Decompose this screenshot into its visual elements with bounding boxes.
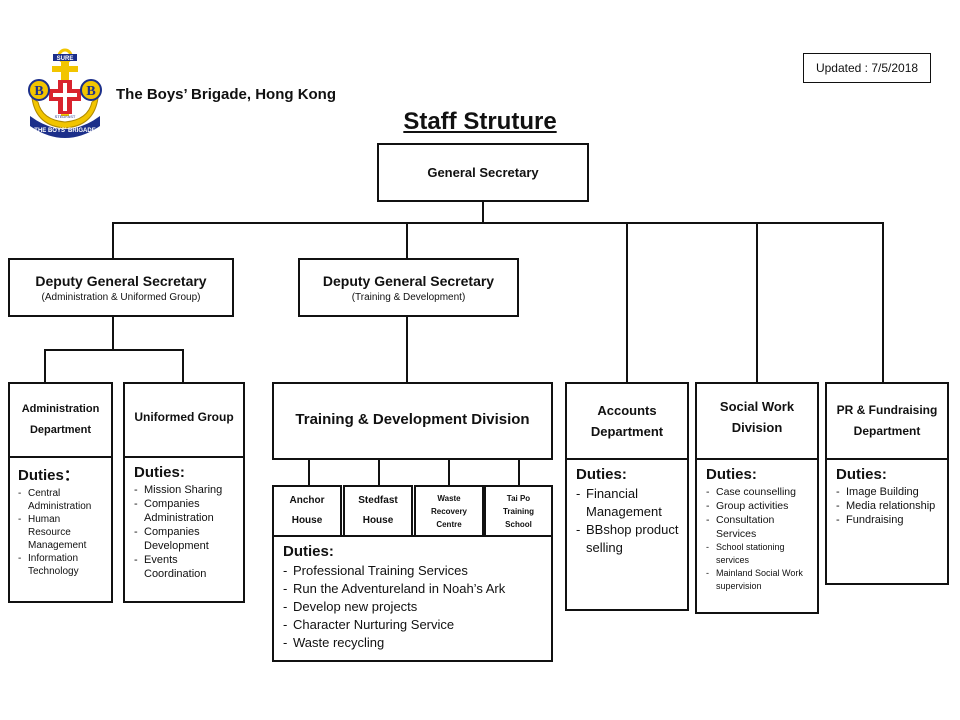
connector-to-uniformed <box>182 349 184 383</box>
list-item: Information Technology <box>18 552 105 578</box>
unit-anchor-house: Anchor House <box>272 485 342 537</box>
admin-dept-header: Administration Department <box>8 382 113 458</box>
connector-unit-3 <box>448 458 450 486</box>
list-item: Develop new projects <box>283 598 543 616</box>
pr-fundraising-title: PR & Fundraising Department <box>836 403 938 438</box>
unit-stedfast-house: Stedfast House <box>343 485 413 537</box>
dgs-training-title: Deputy General Secretary <box>322 272 495 289</box>
uniformed-group-header: Uniformed Group <box>123 382 245 458</box>
list-item: Central Administration <box>18 487 105 513</box>
list-item: School stationing services <box>706 541 811 567</box>
connector-dgs-training-down <box>406 316 408 383</box>
training-division-header: Training & Development Division <box>272 382 553 460</box>
list-item: Professional Training Services <box>283 562 543 580</box>
connector-unit-1 <box>308 458 310 486</box>
connector-admin-bus <box>44 349 184 351</box>
uniformed-group-title: Uniformed Group <box>134 410 234 424</box>
pr-fundraising-duties: Duties: Image Building Media relationshi… <box>825 458 949 585</box>
training-duties-list: Professional Training Services Run the A… <box>283 562 543 652</box>
dgs-training-box: Deputy General Secretary (Training & Dev… <box>298 258 519 317</box>
connector-to-pr <box>882 222 884 384</box>
connector-unit-4 <box>518 458 520 486</box>
organization-name: The Boys’ Brigade, Hong Kong <box>116 86 337 103</box>
updated-date-badge: Updated : 7/5/2018 <box>803 53 931 83</box>
training-duties-label: Duties: <box>283 543 334 560</box>
list-item: Mission Sharing <box>134 483 237 497</box>
unit-anchor-house-label: Anchor House <box>289 495 325 526</box>
logo-letter-left: B <box>34 84 43 99</box>
connector-unit-2 <box>378 458 380 486</box>
logo-ribbon-text: THE BOYS' BRIGADE <box>34 128 95 134</box>
unit-waste-recovery-centre: Waste Recovery Centre <box>414 485 484 537</box>
accounts-dept-title: Accounts Department <box>590 403 664 439</box>
unit-tai-po-label: Tai Po Training School <box>502 493 535 529</box>
list-item: BBshop product selling <box>576 521 681 557</box>
dgs-admin-title: Deputy General Secretary <box>35 272 207 289</box>
list-item: Image Building <box>836 485 941 499</box>
admin-duties-label: Duties： <box>18 467 79 484</box>
pr-duties-label: Duties: <box>836 466 887 483</box>
admin-dept-duties: Duties： Central Administration Human Res… <box>8 456 113 603</box>
general-secretary-title: General Secretary <box>427 165 539 180</box>
training-division-title: Training & Development Division <box>295 410 530 428</box>
uniformed-duties-list: Mission Sharing Companies Administration… <box>134 483 237 581</box>
social-duties-label: Duties: <box>706 466 757 483</box>
social-work-header: Social Work Division <box>695 382 819 460</box>
list-item: Companies Development <box>134 525 237 553</box>
list-item: Financial Management <box>576 485 681 521</box>
unit-stedfast-house-label: Stedfast House <box>358 495 398 526</box>
list-item: Companies Administration <box>134 497 237 525</box>
connector-gs-down <box>482 200 484 222</box>
updated-date-text: Updated : 7/5/2018 <box>815 61 919 75</box>
social-duties-list: Case counselling Group activities Consul… <box>706 485 811 593</box>
connector-to-social <box>756 222 758 384</box>
list-item: Group activities <box>706 499 811 513</box>
logo-top-text: SURE <box>57 56 74 62</box>
list-item: Mainland Social Work supervision <box>706 567 811 593</box>
boys-brigade-logo: B B SURE THE BOYS' BRIGADE STEDFAST <box>22 46 108 138</box>
logo-sub-text: STEDFAST <box>55 114 76 119</box>
dgs-admin-subtitle: (Administration & Uniformed Group) <box>41 291 201 303</box>
pr-duties-list: Image Building Media relationship Fundra… <box>836 485 941 527</box>
connector-dgs-admin-down <box>112 316 114 350</box>
list-item: Case counselling <box>706 485 811 499</box>
list-item: Run the Adventureland in Noah’s Ark <box>283 580 543 598</box>
uniformed-duties-label: Duties: <box>134 464 185 481</box>
training-division-duties: Duties: Professional Training Services R… <box>272 535 553 662</box>
list-item: Fundraising <box>836 513 941 527</box>
connector-to-dgs-admin <box>112 222 114 259</box>
connector-to-dgs-training <box>406 222 408 259</box>
logo-letter-right: B <box>86 84 95 99</box>
page-title: Staff Struture <box>403 108 557 135</box>
list-item: Consultation Services <box>706 513 811 541</box>
dgs-admin-box: Deputy General Secretary (Administration… <box>8 258 234 317</box>
anchor-cross-emblem-icon: B B SURE THE BOYS' BRIGADE STEDFAST <box>28 48 102 138</box>
list-item: Media relationship <box>836 499 941 513</box>
list-item: Waste recycling <box>283 634 543 652</box>
social-work-title: Social Work Division <box>719 399 795 435</box>
list-item: Events Coordination <box>134 553 237 581</box>
connector-to-accounts <box>626 222 628 384</box>
list-item: Human Resource Management <box>18 513 105 552</box>
general-secretary-box: General Secretary <box>377 143 589 202</box>
accounts-duties-label: Duties: <box>576 466 627 483</box>
uniformed-group-duties: Duties: Mission Sharing Companies Admini… <box>123 456 245 603</box>
connector-main-bus <box>112 222 884 224</box>
accounts-dept-duties: Duties: Financial Management BBshop prod… <box>565 458 689 611</box>
list-item: Character Nurturing Service <box>283 616 543 634</box>
connector-to-admin-dept <box>44 349 46 383</box>
accounts-duties-list: Financial Management BBshop product sell… <box>576 485 681 557</box>
admin-dept-title: Administration Department <box>21 403 100 436</box>
unit-waste-recovery-label: Waste Recovery Centre <box>430 493 468 529</box>
unit-tai-po-training-school: Tai Po Training School <box>484 485 553 537</box>
dgs-training-subtitle: (Training & Development) <box>351 291 466 303</box>
pr-fundraising-header: PR & Fundraising Department <box>825 382 949 460</box>
social-work-duties: Duties: Case counselling Group activitie… <box>695 458 819 614</box>
admin-duties-list: Central Administration Human Resource Ma… <box>18 487 105 578</box>
accounts-dept-header: Accounts Department <box>565 382 689 460</box>
